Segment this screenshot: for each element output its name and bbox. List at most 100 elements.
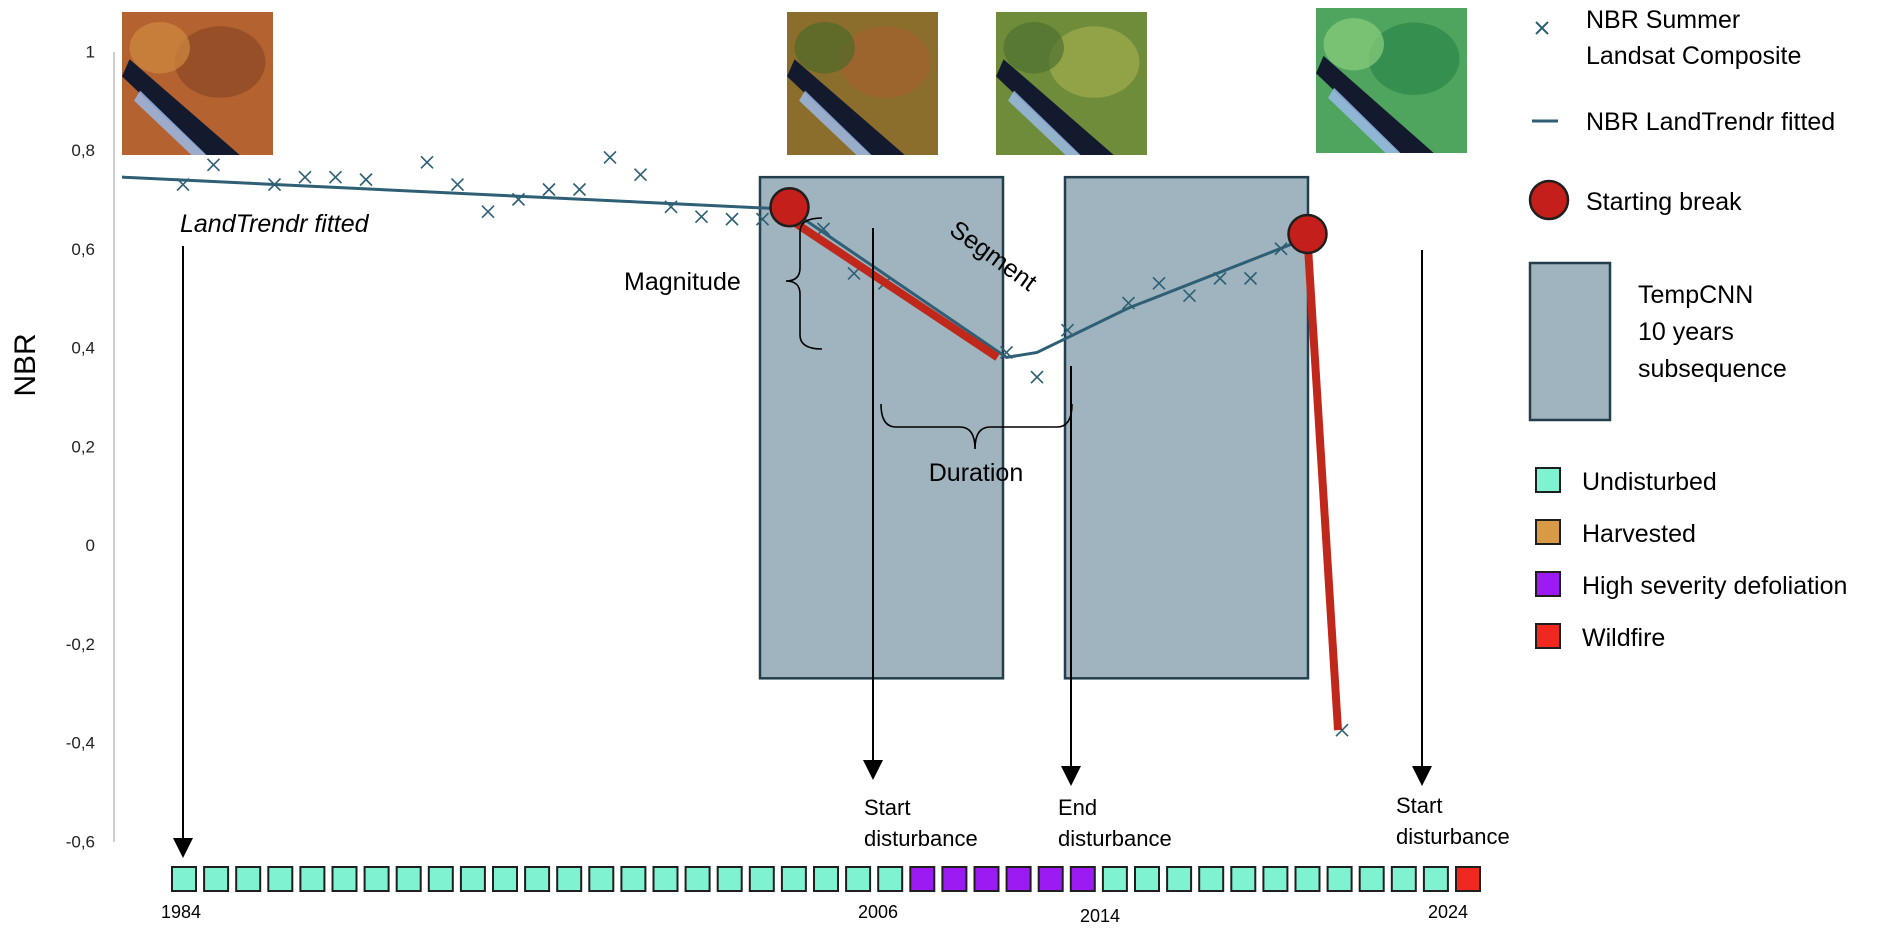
- sequence-cell: [1101, 866, 1128, 892]
- thumbnail-river: [787, 59, 905, 155]
- sequence-cell: [267, 866, 294, 892]
- legend-item-composite: NBR Summer Landsat Composite: [1535, 6, 1801, 70]
- thumbnail-texture: [1003, 22, 1064, 74]
- year-label-1984: 1984: [161, 902, 201, 922]
- tempcnn-window-swatch-icon: [1528, 261, 1612, 422]
- y-tick-labels: 10,80,60,40,20-0,2-0,4-0,6: [66, 42, 95, 851]
- data-point-x-marker: [359, 173, 373, 187]
- sequence-cell: [1358, 866, 1385, 892]
- duration-annotation: Duration: [929, 459, 1024, 487]
- legend-tempcnn-line2: 10 years: [1638, 318, 1734, 346]
- series-layer: [121, 150, 1349, 737]
- class-swatch-icon: [1535, 623, 1561, 649]
- starting-break-marker: [769, 187, 810, 228]
- class-swatch-icon: [1535, 519, 1561, 545]
- duration-brace: [880, 403, 1073, 450]
- satellite-thumbnail-2014: [996, 12, 1147, 155]
- thumbnail-river: [1316, 55, 1434, 153]
- sequence-cell: [1037, 866, 1064, 892]
- data-point-x-marker: [328, 170, 343, 184]
- series-line-landtrendr-fitted: [121, 175, 1313, 359]
- sequence-cell: [877, 866, 904, 892]
- satellite-thumbnail-2006: [787, 12, 938, 155]
- start-disturbance-1-line1: Start: [864, 795, 910, 820]
- y-tick-label: -0,6: [66, 832, 95, 851]
- data-point-x-marker: [481, 205, 495, 219]
- sequence-cell: [684, 866, 711, 892]
- legend-item-starting-break: Starting break: [1528, 179, 1742, 221]
- y-tick-label: 0,8: [71, 141, 95, 160]
- sequence-cell: [1294, 866, 1321, 892]
- sequence-cell: [1069, 866, 1096, 892]
- data-point-x-marker: [420, 155, 434, 169]
- y-tick-label: 1: [86, 42, 95, 61]
- y-tick-label: 0,4: [71, 339, 95, 358]
- end-disturbance-line2: disturbance: [1058, 826, 1172, 851]
- year-label-2014: 2014: [1080, 906, 1120, 926]
- sequence-cell: [1390, 866, 1417, 892]
- sequence-year-labels: 1984 2006 2014 2024: [161, 902, 1468, 926]
- data-point-x-marker: [511, 192, 526, 206]
- sequence-cell: [459, 866, 486, 892]
- segment-line-2: [1303, 238, 1342, 731]
- segment-line-1: [787, 215, 1000, 361]
- thumbnail-river-highlight: [799, 90, 872, 155]
- satellite-thumbnail-1984: [122, 12, 273, 155]
- sequence-cell: [1326, 866, 1353, 892]
- data-point-x-marker: [1060, 323, 1075, 337]
- data-point-x-marker: [1274, 242, 1288, 256]
- y-tick-label: 0: [86, 536, 95, 555]
- legend-class-label: Undisturbed: [1582, 468, 1717, 496]
- data-point-x-marker: [725, 212, 739, 226]
- start-disturbance-1-line2: disturbance: [864, 826, 978, 851]
- sequence-cell: [427, 866, 454, 892]
- data-point-x-marker: [1213, 271, 1227, 285]
- sequence-cell: [1455, 866, 1481, 892]
- starting-break-marker: [1287, 213, 1328, 255]
- class-sequence-strip: [171, 866, 1481, 892]
- x-marker-icon: [1535, 21, 1549, 35]
- thumbnail-texture: [1048, 26, 1140, 98]
- sequence-cell: [588, 866, 615, 892]
- legend-composite-line1: NBR Summer: [1586, 6, 1740, 34]
- sequence-cell: [1422, 866, 1449, 892]
- legend-class-label: High severity defoliation: [1582, 572, 1847, 600]
- data-point-x-marker: [450, 177, 465, 192]
- thumbnail-river: [996, 59, 1114, 155]
- end-disturbance-line1: End: [1058, 795, 1097, 820]
- thumbnail-texture: [174, 26, 266, 98]
- data-point-x-marker: [1121, 296, 1136, 310]
- data-point-x-marker: [633, 168, 648, 182]
- legend-class-item: Harvested: [1535, 519, 1696, 548]
- class-swatch-icon: [1535, 467, 1561, 493]
- legend-starting-break-label: Starting break: [1586, 188, 1742, 216]
- y-tick-label: -0,4: [66, 734, 95, 753]
- y-axis-label: NBR: [9, 333, 42, 396]
- legend-class-item: Wildfire: [1535, 623, 1665, 652]
- sequence-cell: [909, 866, 936, 892]
- start-disturbance-2-line2: disturbance: [1396, 824, 1510, 849]
- sequence-cell: [171, 866, 197, 892]
- data-point-x-marker: [267, 177, 282, 192]
- thumbnail-texture: [1323, 18, 1384, 71]
- sequence-cell: [748, 866, 775, 892]
- sequence-cell: [652, 866, 679, 892]
- sequence-cell: [299, 866, 326, 892]
- legend: NBR Summer Landsat Composite NBR LandTre…: [1528, 6, 1847, 652]
- sequence-cell: [780, 866, 807, 892]
- starting-break-icon: [1528, 179, 1570, 221]
- data-point-x-marker: [1152, 276, 1166, 290]
- sequence-cell: [524, 866, 551, 892]
- sequence-cell: [1198, 866, 1225, 892]
- sequence-cell: [716, 866, 743, 892]
- data-point-x-marker: [298, 170, 312, 184]
- data-point-x-marker: [664, 200, 678, 214]
- magnitude-brace: [785, 217, 823, 350]
- thumbnail-river: [122, 59, 240, 155]
- start-disturbance-2-line1: Start: [1396, 793, 1442, 818]
- sequence-cell: [395, 866, 422, 892]
- tempcnn-window: [1063, 175, 1310, 680]
- legend-item-tempcnn: TempCNN 10 years subsequence: [1528, 261, 1787, 422]
- thumbnail-river-highlight: [134, 90, 207, 155]
